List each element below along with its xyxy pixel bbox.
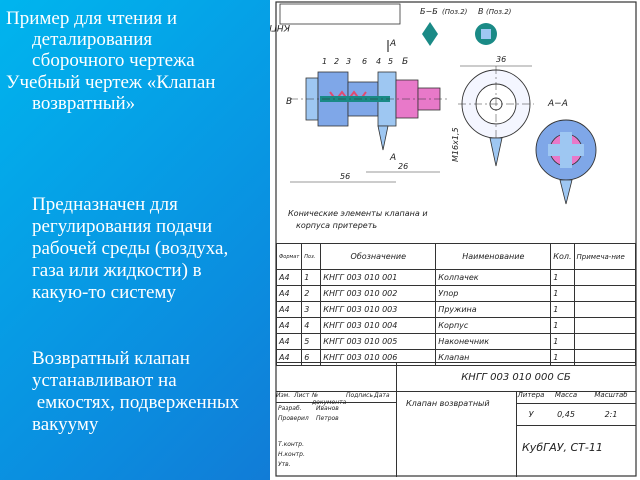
tb-role: Проверил bbox=[278, 415, 309, 422]
tb-col: Подпись bbox=[346, 392, 373, 399]
subtitle-line: Учебный чертеж «Клапан bbox=[6, 72, 216, 93]
cut-label-a-bottom: А bbox=[389, 153, 396, 163]
position-number: 4 bbox=[376, 57, 381, 66]
slide-text: Пример для чтения и деталирования сбороч… bbox=[0, 0, 280, 480]
bullet-line: устанавливают на bbox=[32, 370, 177, 391]
tb-person: Иванов bbox=[316, 405, 339, 412]
tb-mass-label: Масса bbox=[554, 391, 578, 399]
view-v-label: В bbox=[478, 7, 484, 16]
title-block: Изм. Лист № документа Подпись Дата Разра… bbox=[276, 362, 636, 477]
assembly-drawing: КНГГ 003 010 000 СБ Б−Б (Поз.2) В (Поз.2… bbox=[270, 0, 640, 480]
cut-label-b: Б bbox=[402, 57, 408, 67]
bullet-line: Возвратный клапан bbox=[32, 348, 190, 369]
position-number: 2 bbox=[334, 57, 339, 66]
title-line: деталирования bbox=[32, 29, 153, 50]
bullet-line: рабочей среды (воздуха, bbox=[32, 238, 229, 259]
dimension-thread: М16х1,5 bbox=[451, 127, 460, 162]
top-stamp-box bbox=[279, 3, 401, 25]
section-bb-label: Б−Б bbox=[420, 7, 438, 16]
note-line: Конические элементы клапана и bbox=[288, 209, 428, 218]
note-line: корпуса притереть bbox=[296, 221, 377, 230]
bullet-line: какую-то систему bbox=[32, 282, 176, 303]
title-line: Пример для чтения и bbox=[6, 8, 178, 29]
spec-header-row: Формат Поз. Обозначение Наименование Кол… bbox=[275, 243, 637, 270]
tb-scale-label: Масштаб bbox=[594, 391, 628, 399]
detail-v-square bbox=[481, 29, 491, 39]
position-number: 1 bbox=[322, 57, 327, 66]
tb-litera-label: Литера bbox=[517, 391, 545, 399]
sheet-frame bbox=[275, 1, 637, 477]
dimension-36: 36 bbox=[496, 55, 506, 64]
bullet-line: газа или жидкости) в bbox=[32, 260, 202, 281]
valve-section-view bbox=[290, 71, 450, 151]
specification-table: Формат Поз. Обозначение Наименование Кол… bbox=[275, 243, 637, 366]
tb-col: Лист bbox=[294, 392, 310, 399]
tb-col: Дата bbox=[374, 392, 390, 399]
pos2-label: (Поз.2) bbox=[442, 8, 468, 16]
drawing-graphics: КНГГ 003 010 000 СБ Б−Б (Поз.2) В (Поз.2… bbox=[270, 1, 637, 477]
tb-organization: КубГАУ, СТ-11 bbox=[522, 441, 603, 454]
tb-designation: КНГГ 003 010 000 СБ bbox=[396, 363, 636, 392]
top-stamp-text: КНГГ 003 010 000 СБ bbox=[270, 22, 290, 32]
position-number: 5 bbox=[388, 57, 393, 66]
section-aa-label: А−А bbox=[547, 99, 568, 109]
bullet-line: вакууму bbox=[32, 414, 99, 435]
bullet-line: емкостях, подверженных bbox=[32, 392, 240, 413]
tb-name: Клапан возвратный bbox=[406, 399, 490, 408]
position-number: 3 bbox=[346, 57, 351, 66]
spec-header: Поз. bbox=[301, 243, 322, 270]
pos2-label: (Поз.2) bbox=[486, 8, 512, 16]
cut-label-a: А bbox=[389, 39, 396, 49]
tb-role: Разраб. bbox=[278, 405, 302, 412]
spec-header: Наименование bbox=[435, 243, 552, 270]
spec-header: Обозначение bbox=[320, 243, 437, 270]
title-line: сборочного чертежа bbox=[32, 50, 195, 71]
tb-person: Петров bbox=[316, 415, 339, 422]
spec-header: Формат bbox=[275, 243, 303, 270]
position-number: 6 bbox=[362, 57, 367, 66]
dimension-56: 56 bbox=[340, 172, 350, 181]
spec-header: Примеча-ние bbox=[573, 243, 637, 270]
tb-litera: У bbox=[528, 409, 534, 419]
tb-mass: 0,45 bbox=[557, 409, 575, 419]
subtitle-line: возвратный» bbox=[32, 93, 136, 114]
spec-header: Кол. bbox=[550, 243, 575, 270]
tb-col: Изм. bbox=[276, 392, 291, 399]
view-v-arrow-label: В bbox=[286, 97, 292, 107]
detail-bb-shape bbox=[422, 22, 438, 46]
tb-role: Н.контр. bbox=[278, 451, 305, 458]
tb-col: № документа bbox=[312, 392, 347, 406]
tb-role: Т.контр. bbox=[278, 441, 305, 448]
tb-role: Утв. bbox=[278, 461, 291, 468]
bullet-line: Предназначен для bbox=[32, 194, 178, 215]
bullet-line: регулирования подачи bbox=[32, 216, 213, 237]
tb-scale: 2:1 bbox=[604, 409, 618, 419]
dimension-26: 26 bbox=[398, 162, 408, 171]
